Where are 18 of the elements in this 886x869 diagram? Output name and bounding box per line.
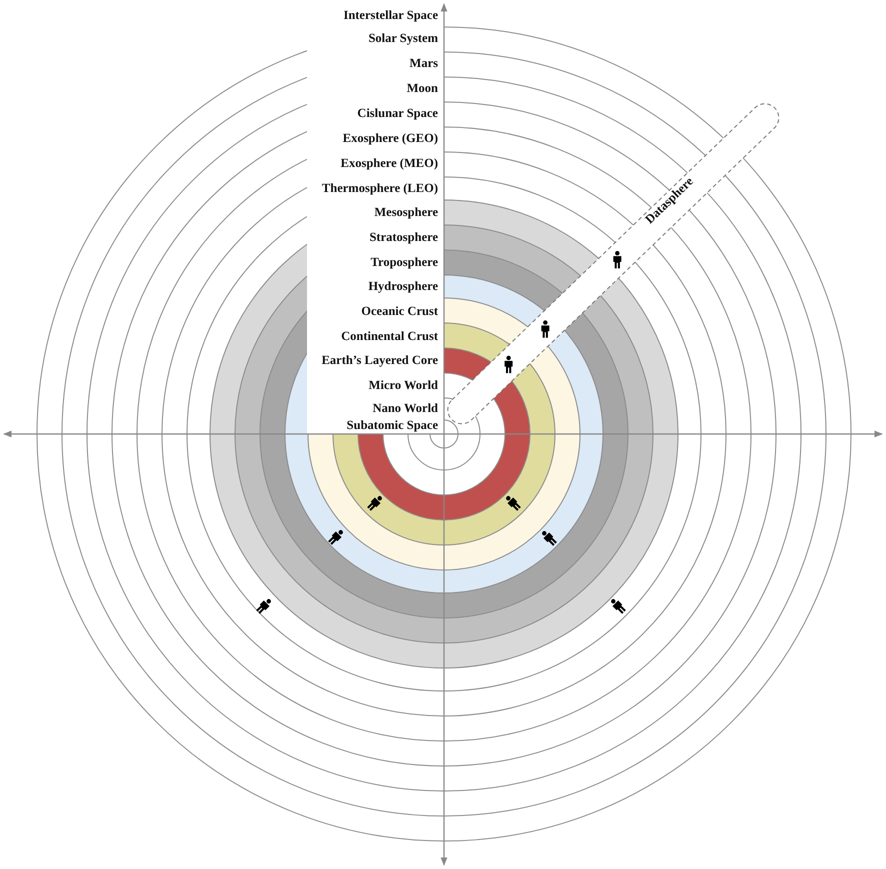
- ring-label: Nano World: [372, 401, 438, 415]
- ring-label: Cislunar Space: [357, 106, 438, 120]
- ring-label: Exosphere (GEO): [342, 131, 438, 145]
- ring-label: Micro World: [368, 378, 438, 392]
- ring-label: Stratosphere: [369, 230, 438, 244]
- ring-label: Thermosphere (LEO): [322, 181, 438, 195]
- ring-label: Oceanic Crust: [361, 304, 438, 318]
- ring-label: Mesosphere: [374, 205, 438, 219]
- ring-label: Troposphere: [370, 255, 438, 269]
- ring-label: Continental Crust: [341, 329, 438, 343]
- ring-label: Mars: [410, 56, 438, 70]
- ring-label: Solar System: [368, 31, 438, 45]
- ring-label: Subatomic Space: [346, 418, 438, 432]
- ring-label: Moon: [406, 81, 438, 95]
- ring-label: Exosphere (MEO): [340, 156, 438, 170]
- ring-label: Earth’s Layered Core: [322, 353, 438, 367]
- ring-label: Interstellar Space: [343, 8, 438, 22]
- ring-label: Hydrosphere: [368, 279, 438, 293]
